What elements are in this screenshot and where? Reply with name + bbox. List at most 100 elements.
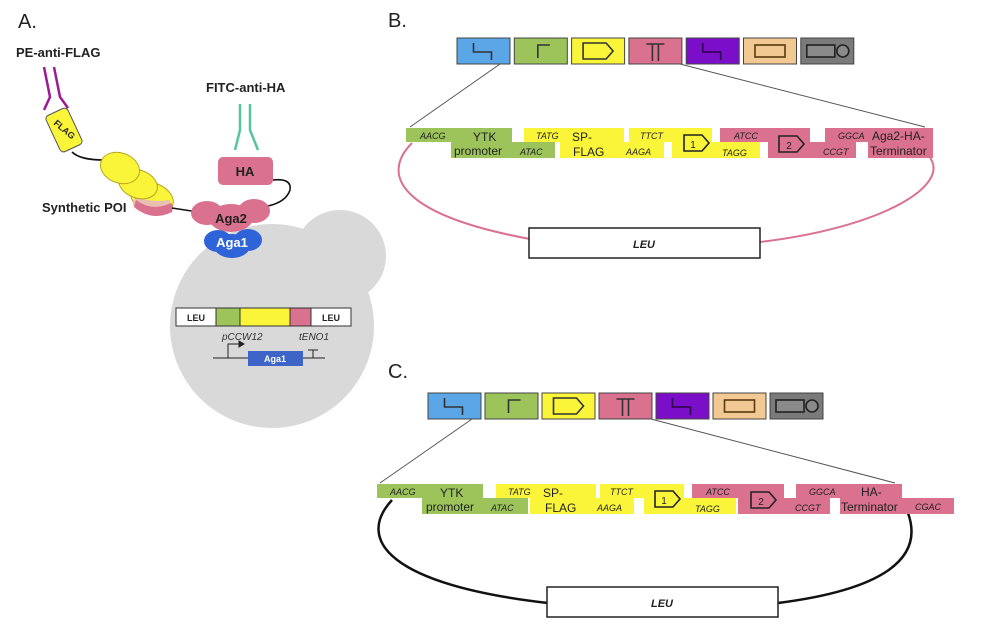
leu-marker-c-label: LEU xyxy=(651,598,674,610)
part-icon-cds xyxy=(541,392,596,420)
part-sp-flag-b: TATG SP- FLAG AAGA xyxy=(524,128,664,159)
terminator-icon xyxy=(616,398,635,416)
cds-icon xyxy=(582,42,615,60)
cds-arrow-icon xyxy=(750,491,778,509)
promoter-label: pCCW12 xyxy=(221,332,263,343)
part-icon-origin xyxy=(800,37,855,65)
part-icon-cds xyxy=(571,37,626,65)
svg-text:TAGG: TAGG xyxy=(722,148,747,158)
svg-text:AACG: AACG xyxy=(419,131,446,141)
origin-icon xyxy=(805,44,850,58)
leu-marker-b-label: LEU xyxy=(633,239,656,251)
plasmid-backbone-b xyxy=(397,142,935,243)
svg-text:ATAC: ATAC xyxy=(490,503,514,513)
part-ha-terminator-c: GGCA HA- Terminator CGAC xyxy=(796,484,954,514)
part-icon-connector-left xyxy=(427,392,482,420)
cassette-leu-right-label: LEU xyxy=(322,313,340,323)
zoom-line-left xyxy=(409,63,501,128)
cassette-promoter xyxy=(215,307,241,327)
cds-icon xyxy=(552,397,585,415)
panel-a: A. PE-anti-FLAG FLAG Synthetic POI xyxy=(16,11,386,428)
svg-text:TTCT: TTCT xyxy=(610,487,634,497)
pe-antibody-icon xyxy=(42,66,70,111)
svg-text:ATCC: ATCC xyxy=(733,131,758,141)
svg-text:1: 1 xyxy=(661,496,667,507)
part-icon-promoter xyxy=(484,392,539,420)
svg-text:2: 2 xyxy=(758,497,764,508)
marker-icon xyxy=(754,44,786,58)
aga2-label: Aga2 xyxy=(215,211,247,226)
panel-b: B. LEU AACG YTK promoter ATAC TATG SP- F… xyxy=(388,10,935,259)
cassette-terminator xyxy=(289,307,312,327)
part-icon-terminator xyxy=(628,37,683,65)
terminator-icon xyxy=(646,43,665,61)
part-aga2-ha-terminator-b: GGCA Aga2-HA- Terminator xyxy=(825,128,933,158)
aga1-gene xyxy=(248,351,303,366)
pe-antibody-label: PE-anti-FLAG xyxy=(16,45,101,60)
zoom-line-left xyxy=(379,418,473,484)
part-2-c: ATCC 2 CCGT xyxy=(692,484,830,514)
part-icon-promoter xyxy=(513,37,568,65)
svg-text:FLAG: FLAG xyxy=(573,145,604,159)
connector-left-icon xyxy=(472,43,493,60)
panel-a-label: A. xyxy=(18,11,37,33)
part-1-c: TTCT 1 TAGG xyxy=(600,484,736,514)
cassette-gene xyxy=(239,307,291,327)
terminator-label: tENO1 xyxy=(299,332,329,343)
cassette-leu-left-label: LEU xyxy=(187,313,205,323)
svg-text:promoter: promoter xyxy=(454,144,502,158)
svg-text:CCGT: CCGT xyxy=(823,147,850,157)
svg-text:ATCC: ATCC xyxy=(705,487,730,497)
marker-icon xyxy=(723,399,756,413)
zoom-line-right xyxy=(679,63,926,128)
part-icon-connector-right xyxy=(655,392,710,420)
part-ytk-promoter-c: AACG YTK promoter ATAC xyxy=(377,484,528,514)
svg-text:GGCA: GGCA xyxy=(809,487,836,497)
poi-label: Synthetic POI xyxy=(42,200,127,215)
part-ytk-promoter-b: AACG YTK promoter ATAC xyxy=(406,128,555,158)
part-icon-marker xyxy=(712,392,767,420)
svg-text:FLAG: FLAG xyxy=(545,501,576,515)
svg-text:Terminator: Terminator xyxy=(841,500,898,514)
svg-text:SP-: SP- xyxy=(572,130,592,144)
svg-text:CCGT: CCGT xyxy=(795,503,822,513)
part-icon-connector-right xyxy=(685,37,740,65)
connector-left-icon xyxy=(443,398,464,415)
svg-text:1: 1 xyxy=(690,140,696,151)
svg-text:AAGA: AAGA xyxy=(596,503,622,513)
cds-arrow-icon xyxy=(683,134,711,152)
linker xyxy=(267,178,291,207)
svg-text:TATG: TATG xyxy=(508,487,531,497)
cds-arrow-icon xyxy=(654,490,682,508)
terminator-icon xyxy=(308,349,318,358)
svg-text:SP-: SP- xyxy=(543,486,563,500)
zoom-line-right xyxy=(650,418,896,484)
svg-text:GGCA: GGCA xyxy=(838,131,865,141)
svg-text:2: 2 xyxy=(786,141,792,152)
part-icons-c xyxy=(427,392,824,420)
svg-text:YTK: YTK xyxy=(473,130,496,144)
aga2 xyxy=(191,199,270,232)
cds-arrow-icon xyxy=(778,135,806,153)
svg-text:CGAC: CGAC xyxy=(915,502,942,512)
panel-b-label: B. xyxy=(388,10,407,32)
synthetic-poi xyxy=(100,151,174,216)
part-1-b: TTCT 1 TAGG xyxy=(629,128,760,158)
svg-text:TAGG: TAGG xyxy=(695,504,720,514)
svg-text:Terminator: Terminator xyxy=(870,144,927,158)
promoter-icon xyxy=(537,44,550,58)
panel-c: C. LEU AACG YTK promoter ATAC TATG SP- F… xyxy=(377,361,954,618)
part-sp-flag-c: TATG SP- FLAG AAGA xyxy=(496,484,634,515)
aga1-gene-label: Aga1 xyxy=(264,354,286,364)
part-icon-marker xyxy=(743,37,797,65)
ha-tag xyxy=(218,157,273,185)
aga1-label: Aga1 xyxy=(216,235,248,250)
connector-right-icon xyxy=(701,43,722,60)
leu-marker-c xyxy=(546,586,779,618)
aga1 xyxy=(204,229,262,258)
svg-text:Aga2-HA-: Aga2-HA- xyxy=(872,129,925,143)
svg-text:YTK: YTK xyxy=(440,486,463,500)
promoter-icon xyxy=(507,399,521,413)
fitc-antibody-label: FITC-anti-HA xyxy=(206,80,286,95)
